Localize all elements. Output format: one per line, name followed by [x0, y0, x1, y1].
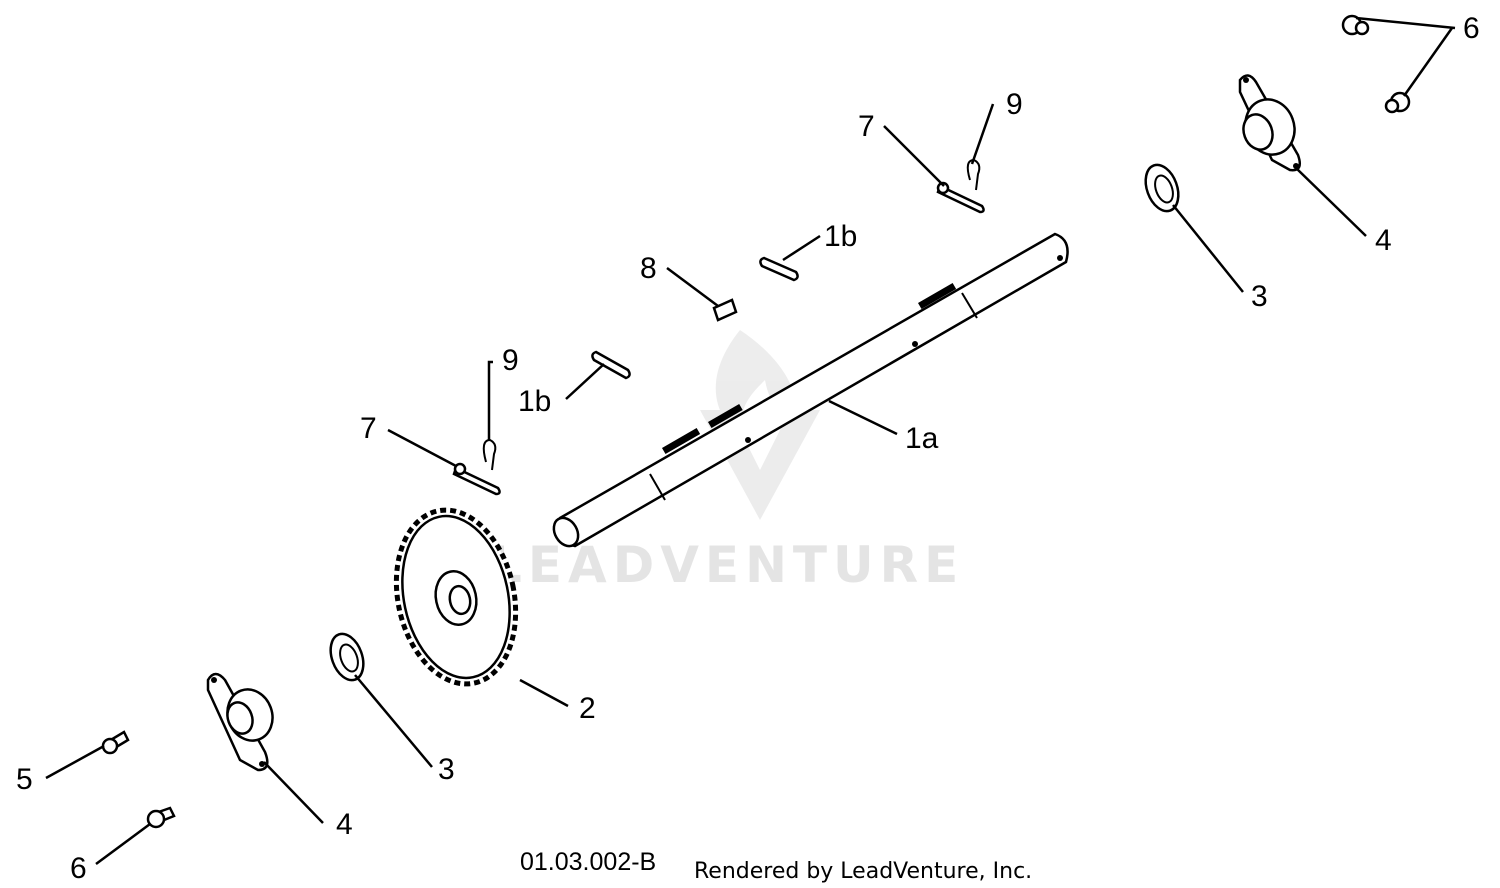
nut-right-upper-part [1341, 14, 1370, 36]
pin-right-part [936, 181, 985, 214]
leadventure-watermark: LEADVENTURE [490, 330, 964, 594]
callout-6-left: 6 [70, 852, 87, 885]
key-lower-part [591, 350, 631, 380]
callout-3-right: 3 [1251, 280, 1268, 313]
callout-5: 5 [16, 763, 33, 796]
nut-left-part [146, 806, 176, 829]
clip-left-part [482, 438, 497, 471]
callout-1b-upper: 1b [824, 220, 857, 253]
callout-7-left: 7 [360, 412, 377, 445]
callout-labels: 1a 1b 1b 2 3 3 4 4 5 6 6 7 7 8 9 9 [16, 12, 1480, 885]
clip-right-part [966, 158, 981, 191]
key-small-part [712, 298, 738, 322]
callout-9-right: 9 [1006, 88, 1023, 121]
callout-8: 8 [640, 252, 657, 285]
callout-1a: 1a [905, 422, 939, 455]
callout-6-right: 6 [1463, 12, 1480, 45]
bolt-left-part [101, 730, 130, 755]
rendered-by-credit: Rendered by LeadVenture, Inc. [694, 859, 1032, 884]
washer-right-part [1144, 163, 1180, 213]
washer-left-part [329, 632, 365, 682]
callout-3-left: 3 [438, 753, 455, 786]
flange-bearing-right-part [1238, 74, 1301, 172]
diagram-footer: 01.03.002-B Rendered by LeadVenture, Inc… [520, 848, 1032, 884]
callout-4-left: 4 [336, 808, 353, 841]
callout-1b-lower: 1b [518, 385, 551, 418]
watermark-text: LEADVENTURE [490, 536, 964, 594]
key-upper-part [759, 256, 799, 282]
callout-9-left: 9 [502, 344, 519, 377]
callout-7-right: 7 [858, 110, 875, 143]
pin-left-part [452, 462, 501, 496]
sprocket-part [393, 507, 519, 687]
callout-4-right: 4 [1375, 224, 1392, 257]
drawing-number: 01.03.002-B [520, 848, 656, 876]
flange-bearing-left-part [206, 672, 274, 772]
callout-2: 2 [579, 692, 596, 725]
leader-lines [45, 16, 1456, 866]
shaft-part [552, 232, 1069, 548]
nut-right-lower-part [1384, 91, 1411, 114]
